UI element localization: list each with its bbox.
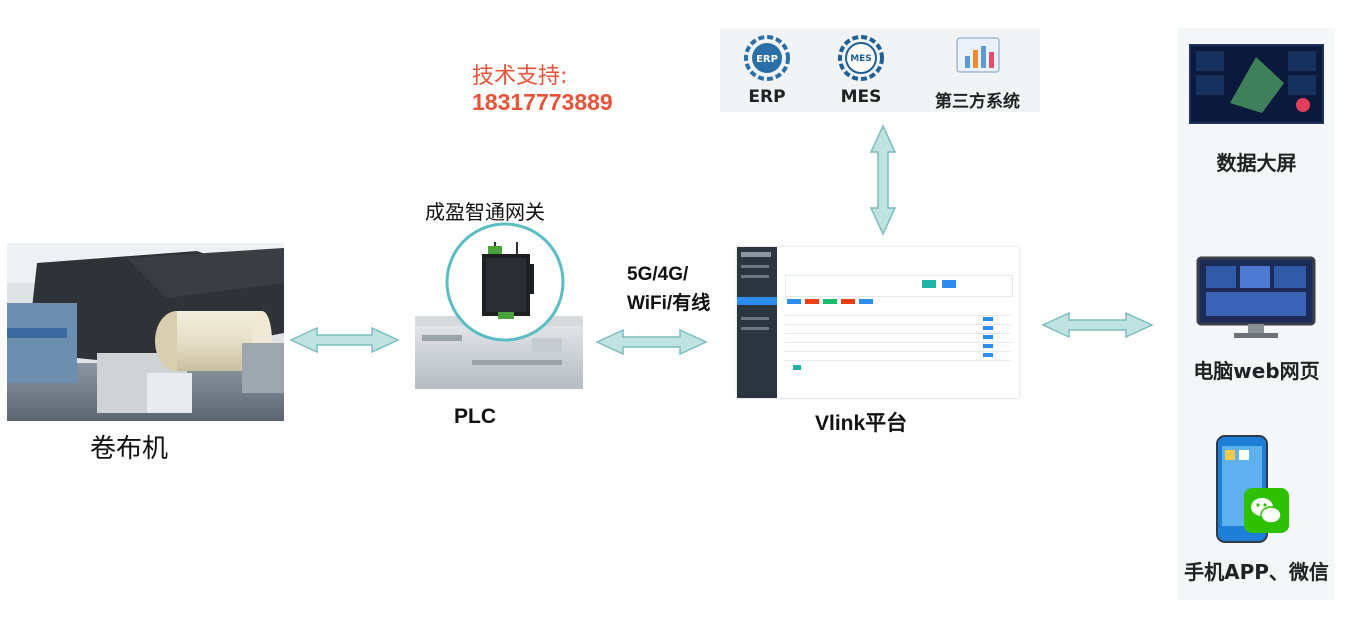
mobile-wechat-label: 手机APP、微信 — [1184, 560, 1329, 584]
svg-text:MES: MES — [850, 54, 872, 64]
network-label-line2: WiFi/有线 — [627, 293, 711, 314]
arrow-machine-plc — [289, 326, 400, 354]
wechat-icon — [1244, 488, 1289, 533]
arrow-systems-vlink — [869, 124, 897, 236]
computer-web-label: 电脑web网页 — [1193, 359, 1320, 383]
computer-icon — [1196, 256, 1316, 340]
third-party-system-icon — [953, 34, 1003, 80]
clients-panel: 数据大屏 电脑web网页 手机APP、微信 — [1178, 28, 1335, 600]
mes-icon: MES — [836, 33, 886, 83]
big-screen-icon — [1188, 43, 1325, 125]
vlink-label: Vlink平台 — [815, 407, 907, 437]
arrow-vlink-clients — [1041, 311, 1154, 339]
erp-icon: ERP — [742, 33, 792, 83]
svg-text:ERP: ERP — [756, 54, 778, 65]
plc-label: PLC — [454, 405, 496, 428]
third-party-label: 第三方系统 — [935, 92, 1020, 112]
gateway-label: 成盈智通网关 — [425, 200, 545, 224]
arrow-plc-vlink — [595, 328, 708, 356]
plc-gateway-illustration — [412, 220, 587, 395]
vlink-label-text: Vlink平台 — [815, 412, 908, 435]
machine-label: 卷布机 — [90, 434, 169, 464]
mes-label: MES — [840, 87, 882, 107]
vlink-platform-screenshot — [737, 247, 1019, 398]
cloth-winding-machine-photo — [7, 243, 284, 421]
network-label-line1: 5G/4G/ — [627, 264, 689, 285]
systems-panel: ERP ERP MES MES 第三方系统 — [720, 28, 1040, 112]
support-phone: 18317773889 — [472, 89, 613, 115]
big-screen-label: 数据大屏 — [1216, 151, 1297, 175]
support-label: 技术支持: — [472, 64, 568, 89]
erp-label: ERP — [748, 87, 786, 107]
platform-sidebar — [737, 247, 777, 398]
